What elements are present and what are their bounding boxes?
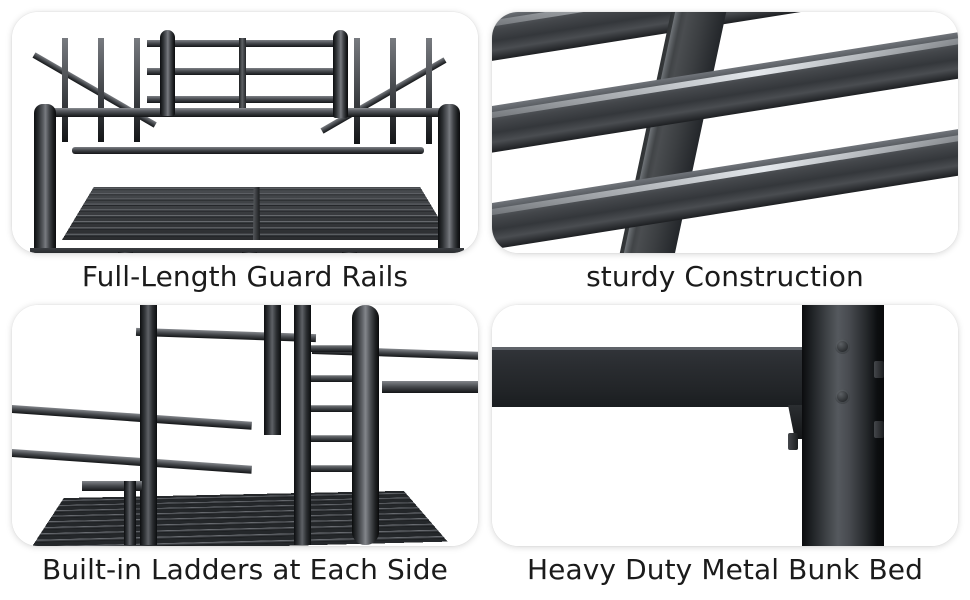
product-photo-guard-rails: [12, 12, 478, 253]
product-photo-built-in-ladders: [12, 305, 478, 546]
support-leg-1: [118, 252, 133, 253]
illustration-beam-post-joint: [492, 305, 958, 546]
upper-bunk-rail-short: [382, 381, 478, 393]
feature-panel-built-in-ladders: Built-in Ladders at Each Side: [12, 305, 478, 590]
illustration-upper-bunk-guard-rails: [12, 12, 478, 253]
front-mid-rail: [72, 147, 424, 154]
ladder-rung-5: [304, 465, 370, 472]
photo-inner-built-in-ladders: [12, 305, 478, 546]
side-rail-front-lower: [12, 448, 252, 474]
product-photo-heavy-duty: [492, 305, 958, 546]
left-guard-rail: [32, 36, 162, 142]
panel-caption-heavy-duty: Heavy Duty Metal Bunk Bed: [527, 553, 923, 586]
panel-caption-built-in-ladders: Built-in Ladders at Each Side: [42, 553, 448, 586]
photo-inner-heavy-duty: [492, 305, 958, 546]
support-leg-2: [242, 252, 257, 253]
bolt-lower: [835, 389, 850, 404]
lower-frame-bracket: [82, 481, 142, 491]
bracket-tab: [788, 433, 798, 450]
feature-panel-sturdy-construction: sturdy Construction: [492, 12, 958, 297]
corner-post-right: [438, 104, 460, 253]
horizontal-frame-beam: [492, 347, 816, 407]
ladder-rung-1: [304, 345, 370, 352]
illustration-ladder-and-platforms: [12, 305, 478, 546]
product-photo-sturdy-construction: [492, 12, 958, 253]
bolt-upper: [835, 339, 850, 354]
panel-caption-guard-rails: Full-Length Guard Rails: [81, 260, 409, 293]
post-tab-upper: [874, 361, 884, 378]
under-frame-rail: [30, 248, 464, 253]
ladder-rung-4: [304, 435, 370, 442]
vertical-post-mid: [264, 305, 281, 435]
round-corner-post: [352, 305, 379, 545]
side-rail-front-upper: [12, 404, 252, 430]
illustration-steel-slat-crossbeam: [492, 12, 958, 253]
photo-inner-sturdy-construction: [492, 12, 958, 253]
corner-post-rear-right: [333, 30, 348, 118]
right-guard-rail: [320, 36, 452, 144]
vertical-post-ladder: [294, 305, 311, 545]
support-leg-3: [342, 252, 357, 253]
headboard-panel: [147, 38, 337, 110]
feature-panel-guard-rails: Full-Length Guard Rails: [12, 12, 478, 297]
feature-panel-heavy-duty: Heavy Duty Metal Bunk Bed: [492, 305, 958, 590]
ladder-rung-2: [304, 375, 370, 382]
photo-inner-guard-rails: [12, 12, 478, 253]
upper-bunk-rail: [135, 327, 317, 343]
front-top-rail: [44, 108, 448, 117]
vertical-post-left: [140, 305, 157, 545]
corner-post-rear-left: [160, 30, 175, 116]
ladder-rung-3: [304, 405, 370, 412]
post-tab-lower: [874, 421, 884, 438]
lower-bunk-platform-slats: [28, 490, 448, 546]
corner-post-left: [34, 104, 56, 253]
bed-platform-slats: [62, 186, 452, 240]
vertical-round-post: [802, 305, 884, 546]
panel-caption-sturdy-construction: sturdy Construction: [586, 260, 864, 293]
lower-support-post: [124, 481, 136, 545]
